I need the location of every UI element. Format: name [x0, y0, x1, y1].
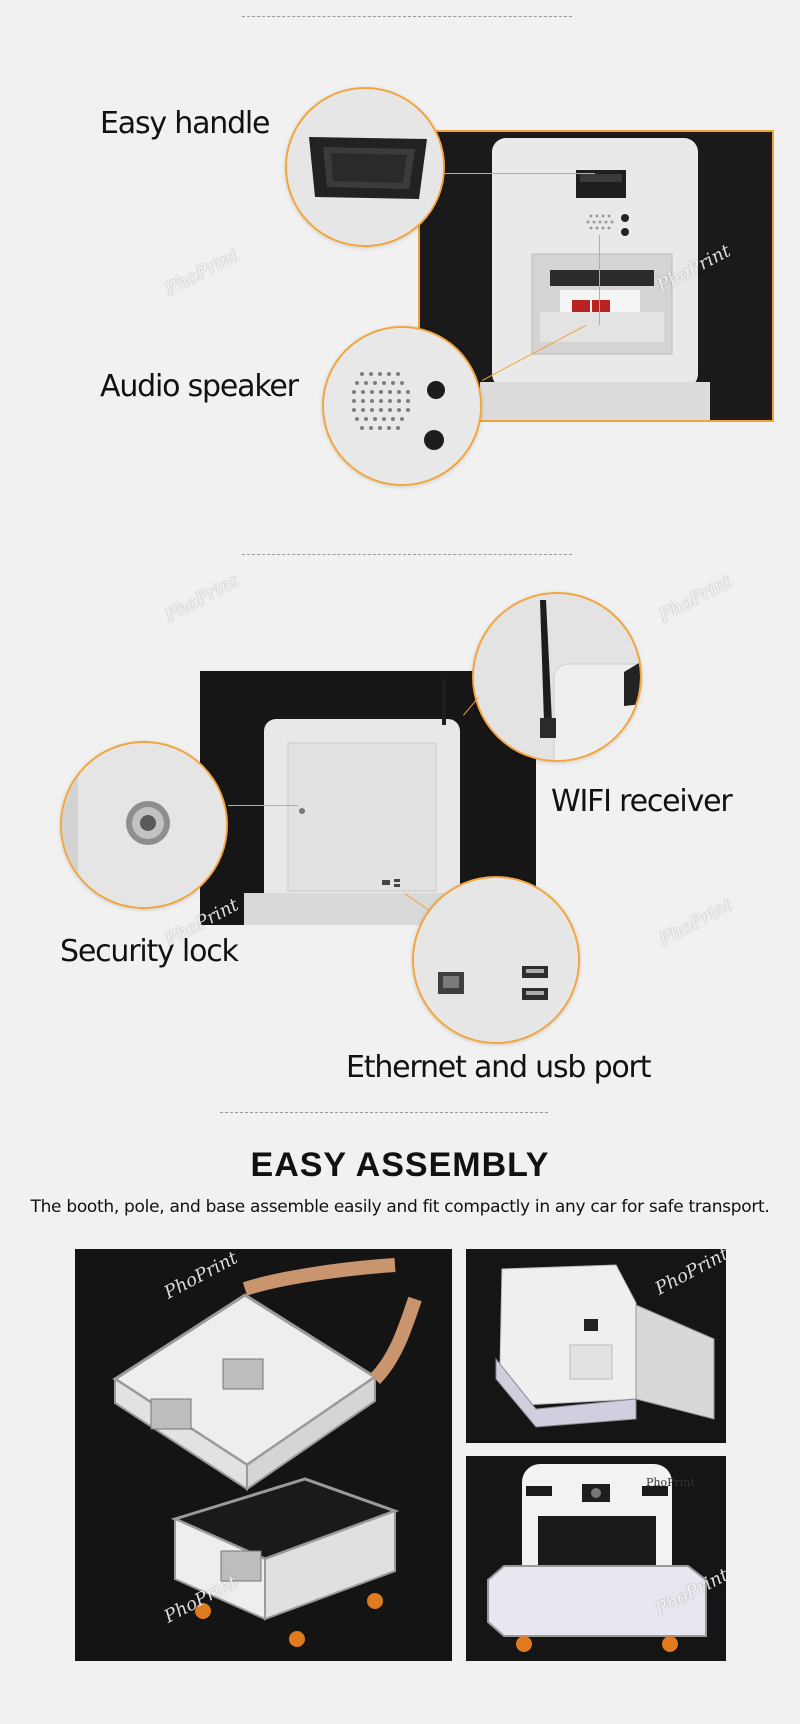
lock-leader-line: [228, 805, 298, 806]
watermark-text: PhoPrint: [655, 570, 737, 627]
ethernet-usb-label: Ethernet and usb port: [346, 1050, 651, 1085]
flight-case-illustration: [75, 1249, 452, 1661]
booth-in-case-photo: PhoPrint: [466, 1249, 726, 1443]
speaker-grill-icon: [324, 328, 480, 484]
handle-zoom-circle: [285, 87, 445, 247]
security-lock-label: Security lock: [60, 934, 239, 969]
bottom-divider: [220, 1112, 548, 1113]
assembly-title: EASY ASSEMBLY: [250, 1146, 550, 1184]
booth-front-photo: PhoPrint: [418, 130, 774, 422]
ports-zoom-circle: [412, 876, 580, 1044]
booth-front-illustration: [420, 132, 772, 420]
watermark-text: PhoPrint: [161, 570, 243, 627]
top-divider: [242, 16, 572, 17]
assembly-description: The booth, pole, and base assemble easil…: [30, 1197, 770, 1217]
middle-divider: [242, 554, 572, 555]
easy-handle-label: Easy handle: [100, 106, 271, 141]
speaker-zoom-circle: [322, 326, 482, 486]
watermark-text: PhoPrint: [161, 244, 243, 301]
lock-icon: [62, 743, 226, 907]
ethernet-usb-icon: [414, 878, 578, 1042]
wifi-zoom-circle: [472, 592, 642, 762]
booth-back-illustration: [200, 671, 536, 925]
booth-front-case-illustration: [466, 1456, 726, 1661]
watermark-text: PhoPrint: [655, 894, 737, 951]
antenna-icon: [474, 594, 640, 760]
booth-front-case-photo: PhoPrint PhoPrint: [466, 1456, 726, 1661]
handle-leader-line: [445, 173, 595, 174]
case-lift-photo: PhoPrint PhoPrint: [75, 1249, 452, 1661]
handle-icon: [287, 89, 443, 245]
booth-case-illustration: [466, 1249, 726, 1443]
audio-speaker-label: Audio speaker: [100, 369, 299, 404]
wifi-receiver-label: WIFI receiver: [551, 784, 733, 819]
speaker-leader-vertical: [599, 235, 600, 325]
lock-zoom-circle: [60, 741, 228, 909]
